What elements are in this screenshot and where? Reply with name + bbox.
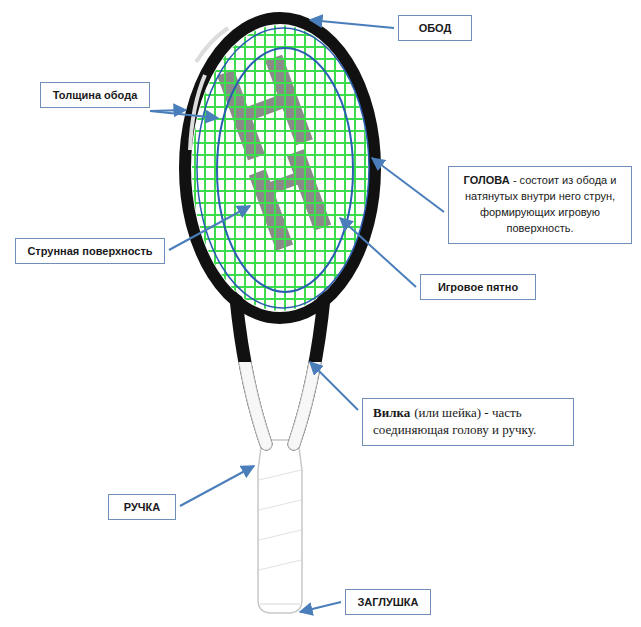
butt-cap-line: [260, 604, 300, 605]
leader-lines: [150, 20, 444, 612]
part-name: ОБОД: [419, 22, 452, 34]
sweet-spot-label: Игровое пятно: [420, 274, 536, 300]
rim-thickness-label: Толщина обода: [40, 82, 150, 108]
head-label: ГОЛОВА- состоит из обода и натянутых вну…: [448, 166, 632, 244]
rim-decal: [196, 28, 228, 62]
part-name: ГОЛОВА: [464, 174, 510, 186]
part-name: ЗАГЛУШКА: [357, 596, 418, 608]
rim-label: ОБОД: [398, 15, 472, 41]
rim-decal: [190, 75, 205, 150]
throat-label: Вилка(или шейка) - часть соединяющая гол…: [362, 398, 574, 446]
handle-label: РУЧКА: [108, 494, 176, 520]
rim: [185, 18, 375, 318]
part-name: Струнная поверхность: [27, 245, 152, 257]
handle-shape: [258, 440, 302, 613]
sweet-spot-outline: [217, 48, 353, 292]
grip-wrap: [259, 470, 301, 570]
string-bed-label: Струнная поверхность: [15, 238, 165, 264]
part-name: РУЧКА: [124, 501, 160, 513]
part-name: Вилка: [373, 405, 410, 420]
part-name: Игровое пятно: [438, 281, 518, 293]
butt-cap-label: ЗАГЛУШКА: [345, 589, 431, 615]
string-bed-outline: [197, 28, 369, 308]
part-name: Толщина обода: [53, 89, 138, 101]
